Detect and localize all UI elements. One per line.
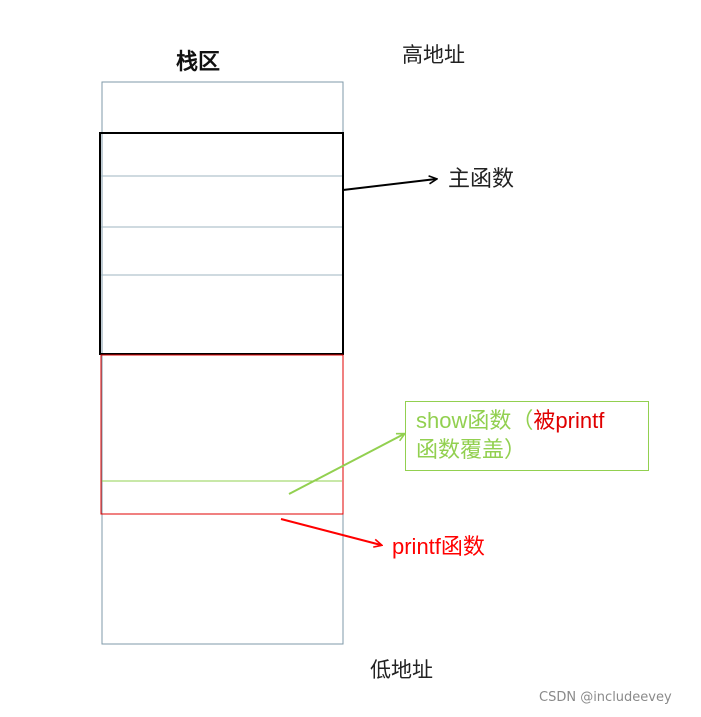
low-address-label: 低地址 bbox=[370, 658, 433, 682]
printf-frame bbox=[100, 354, 344, 515]
stack-region-outline bbox=[101, 81, 344, 645]
show-callout-line-2: 函数覆盖） bbox=[416, 438, 527, 463]
printf-word: printf bbox=[392, 534, 441, 559]
main-function-arrow bbox=[342, 179, 436, 191]
covered-by-text: 被 bbox=[533, 409, 556, 434]
main-function-label: 主函数 bbox=[448, 167, 515, 192]
show-line1-text: 函数（ bbox=[467, 409, 534, 434]
show-word: show bbox=[416, 408, 468, 433]
csdn-watermark: CSDN @includeevey bbox=[539, 690, 672, 705]
printf-function-arrow bbox=[280, 518, 381, 545]
show-function-callout: show函数（被printf 函数覆盖） bbox=[405, 401, 649, 471]
stack-region-title: 栈区 bbox=[176, 49, 221, 75]
main-function-frame bbox=[99, 132, 344, 355]
printf-suffix: 函数 bbox=[440, 535, 485, 560]
printf-word-in-callout: printf bbox=[555, 408, 605, 433]
show-function-arrow bbox=[288, 434, 404, 495]
high-address-label: 高地址 bbox=[402, 43, 465, 67]
show-callout-line-1: show函数（被printf bbox=[416, 406, 640, 436]
printf-function-label: printf函数 bbox=[392, 536, 485, 559]
